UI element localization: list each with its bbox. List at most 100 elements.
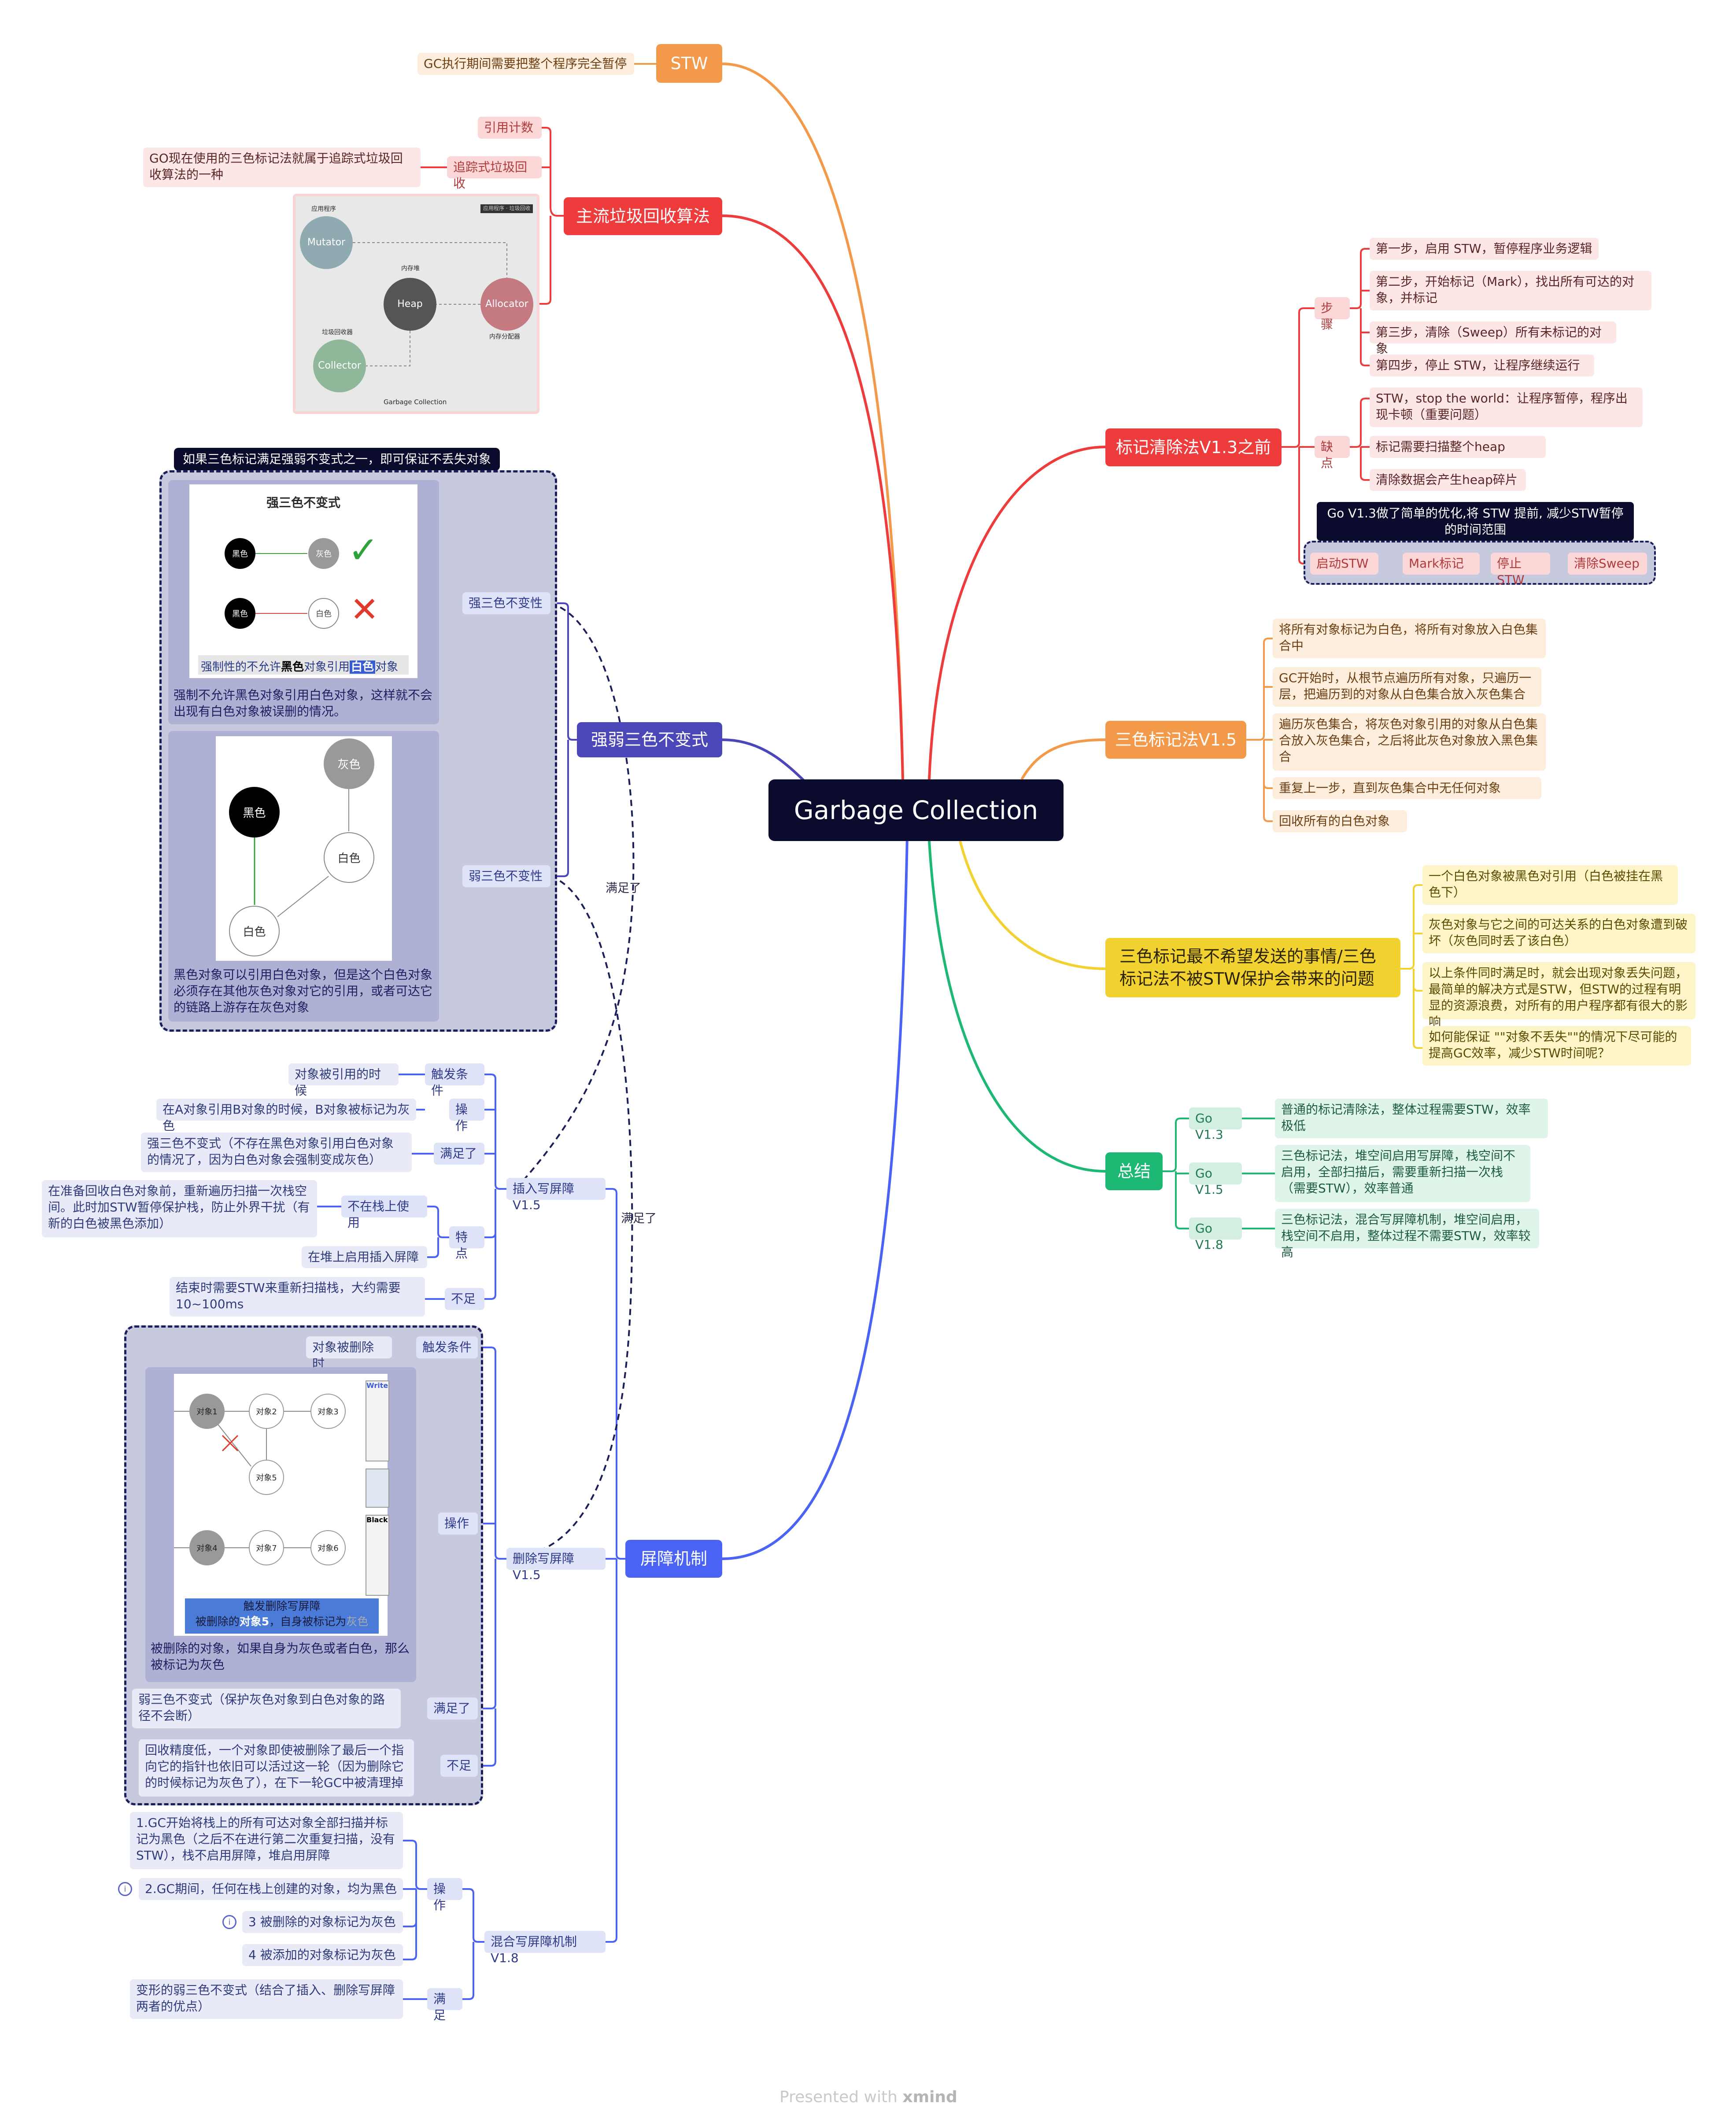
obj5-label: 对象5 — [256, 1473, 277, 1483]
line-root-stw — [722, 63, 904, 780]
tricolor-item-2: GC开始时，从根节点遍历所有对象，只遍历一层，把遍历到的对象从白色集合放入灰色集… — [1273, 667, 1541, 707]
flow-step-3: 停止STW — [1491, 553, 1550, 587]
strong-white-label: 白色 — [316, 609, 332, 619]
delete-trigger[interactable]: 触发条件 — [416, 1336, 478, 1358]
mutator-label: Mutator — [307, 237, 346, 248]
delete-op-value: 被删除的对象，如果自身为灰色或者白色，那么被标记为灰色 — [151, 1641, 410, 1672]
hybrid-meet[interactable]: 满足 — [427, 1988, 462, 2022]
stw-node[interactable]: STW — [656, 44, 722, 83]
obj2-label: 对象2 — [256, 1407, 277, 1417]
hybrid-node[interactable]: 混合写屏障机制V1.8 — [484, 1931, 606, 1965]
invariant-node[interactable]: 强弱三色不变式 — [577, 722, 722, 757]
delete-meet-value: 弱三色不变式（保护灰色对象到白色对象的路径不会断） — [132, 1689, 401, 1728]
tracing-node[interactable]: 追踪式垃圾回收 — [447, 156, 542, 191]
insert-meet[interactable]: 满足了 — [434, 1143, 484, 1165]
obj3: 对象3 — [310, 1394, 346, 1429]
weak-white-1: 白色 — [324, 832, 374, 883]
insert-op[interactable]: 操作 — [449, 1099, 484, 1133]
weak-desc: 黑色对象可以引用白色对象，但是这个白色对象必须存在其他灰色对象对它的引用，或者可… — [174, 967, 433, 1015]
obj3-label: 对象3 — [318, 1407, 339, 1417]
insert-lack[interactable]: 不足 — [445, 1288, 484, 1310]
problem-item-2: 灰色对象与它之间的可达关系的白色对象遭到破坏（灰色同时丢了该白色） — [1422, 914, 1695, 953]
allocator-label: Allocator — [485, 299, 528, 310]
delete-lack[interactable]: 不足 — [440, 1755, 478, 1777]
weak-black: 黑色 — [229, 787, 280, 838]
summary-v15[interactable]: Go V1.5 — [1189, 1162, 1242, 1197]
strong-white: 白色 — [308, 598, 339, 629]
strong-black-1-label: 黑色 — [232, 550, 248, 559]
footer: Presented with xmind — [779, 2088, 957, 2106]
tricolor-item-4: 重复上一步，直到灰色集合中无任何对象 — [1273, 777, 1541, 799]
weak-arrows — [254, 789, 349, 917]
label-app: 应用程序 — [311, 206, 336, 213]
obj7-label: 对象7 — [256, 1544, 277, 1553]
stw-desc: GC执行期间需要把整个程序完全暂停 — [417, 53, 634, 75]
hybrid-step2: 2.GC期间，任何在栈上创建的对象，均为黑色 — [139, 1878, 403, 1900]
note-icon-2[interactable]: i — [222, 1915, 236, 1929]
gc-diagram-tag: 应用程序 · 垃圾回收 — [480, 204, 533, 213]
delete-op[interactable]: 操作 — [438, 1513, 478, 1535]
hybrid-op[interactable]: 操作 — [427, 1878, 462, 1912]
insert-feature[interactable]: 特点 — [449, 1226, 484, 1261]
delete-caption: 触发删除写屏障 被删除的对象5，自身被标记为灰色 — [185, 1598, 379, 1634]
barrier-node[interactable]: 屏障机制 — [625, 1540, 722, 1578]
summary-v15-desc: 三色标记法，堆空间启用写屏障，栈空间不启用，全部扫描后，需要重新扫描一次栈（需要… — [1275, 1145, 1530, 1202]
line-root-problem — [959, 841, 1106, 970]
strong-desc: 强制不允许黑色对象引用白色对象，这样就不会出现有白色对象被误删的情况。 — [174, 688, 433, 719]
insert-trigger-value: 对象被引用的时候 — [288, 1063, 399, 1098]
step1: 第一步，启用 STW，暂停程序业务逻辑 — [1370, 238, 1599, 260]
obj6-label: 对象6 — [318, 1544, 339, 1553]
label-heap: 内存堆 — [401, 265, 420, 272]
steps-label[interactable]: 步骤 — [1315, 297, 1350, 332]
cross-icon: ✕ — [350, 590, 379, 630]
line-root-tricolor — [1020, 738, 1106, 780]
weak-gray: 灰色 — [324, 738, 374, 789]
delete-meet[interactable]: 满足了 — [427, 1697, 478, 1719]
hybrid-step1: 1.GC开始将栈上的所有可达对象全部扫描并标记为黑色（之后不在进行第二次重复扫描… — [130, 1812, 403, 1869]
strong-label[interactable]: 强三色不变性 — [462, 592, 550, 614]
mutator-circle: Mutator — [300, 216, 353, 269]
label-allocator: 内存分配器 — [489, 333, 520, 340]
weak-label[interactable]: 弱三色不变性 — [462, 865, 550, 887]
note-icon-1[interactable]: i — [118, 1882, 132, 1896]
side-tab-black: Black — [366, 1515, 389, 1596]
opt-banner: Go V1.3做了简单的优化,将 STW 提前, 减少STW暂停的时间范围 — [1317, 502, 1634, 541]
summary-v13[interactable]: Go V1.3 — [1189, 1107, 1242, 1142]
gc-diagram-image: 应用程序 · 垃圾回收 应用程序 Mutator 内存堆 Heap Alloca… — [295, 196, 537, 411]
line-root-algo — [722, 214, 904, 780]
insert-op-value: 在A对象引用B对象的时候，B对象被标记为灰色 — [156, 1099, 416, 1133]
obj6: 对象6 — [310, 1530, 346, 1565]
collector-label: Collector — [318, 360, 361, 372]
hybrid-step3: 3 被删除的对象标记为灰色 — [242, 1911, 403, 1933]
cons-label[interactable]: 缺点 — [1315, 436, 1350, 470]
collector-circle: Collector — [313, 339, 366, 392]
tricolor-node[interactable]: 三色标记法V1.5 — [1105, 721, 1246, 759]
footer-text: Presented with — [779, 2088, 898, 2106]
obj7: 对象7 — [249, 1530, 284, 1565]
obj4: 对象4 — [189, 1530, 225, 1565]
insert-meet-value: 强三色不变式（不存在黑色对象引用白色对象的情况了，因为白色对象会强制变成灰色） — [141, 1133, 412, 1172]
mark-sweep-node[interactable]: 标记清除法V1.3之前 — [1105, 428, 1282, 466]
obj4-label: 对象4 — [196, 1544, 218, 1553]
insert-trigger[interactable]: 触发条件 — [425, 1063, 484, 1098]
problem-item-4: 如何能保证 ""对象不丢失""的情况下尽可能的提高GC效率，减少STW时间呢？ — [1422, 1026, 1691, 1066]
summary-v18-desc: 三色标记法，混合写屏障机制，堆空间启用，栈空间不启用，整体过程不需要STW，效率… — [1275, 1209, 1539, 1259]
delete-node[interactable]: 删除写屏障V1.5 — [506, 1548, 606, 1582]
tracing-note: GO现在使用的三色标记法就属于追踪式垃圾回收算法的一种 — [143, 148, 421, 187]
insert-node[interactable]: 插入写屏障V1.5 — [506, 1178, 606, 1212]
summary-node[interactable]: 总结 — [1105, 1152, 1163, 1190]
dashed-weak-link — [528, 875, 633, 1555]
insert-stack[interactable]: 不在栈上使用 — [341, 1196, 427, 1230]
problem-node[interactable]: 三色标记最不希望发送的事情/三色标记法不被STW保护会带来的问题 — [1105, 938, 1400, 997]
summary-v18[interactable]: Go V1.8 — [1189, 1218, 1242, 1252]
algo-node[interactable]: 主流垃圾回收算法 — [564, 197, 722, 235]
strong-gray-label: 灰色 — [316, 550, 332, 559]
weak-black-label: 黑色 — [243, 807, 266, 820]
xmind-logo[interactable]: xmind — [902, 2088, 957, 2106]
ref-count-node[interactable]: 引用计数 — [478, 117, 542, 139]
root-node[interactable]: Garbage Collection — [768, 779, 1064, 841]
side-tab-write: Write — [366, 1380, 389, 1461]
step4: 第四步，停止 STW，让程序继续运行 — [1370, 354, 1594, 376]
step3: 第三步，清除（Sweep）所有未标记的对象 — [1370, 321, 1616, 356]
